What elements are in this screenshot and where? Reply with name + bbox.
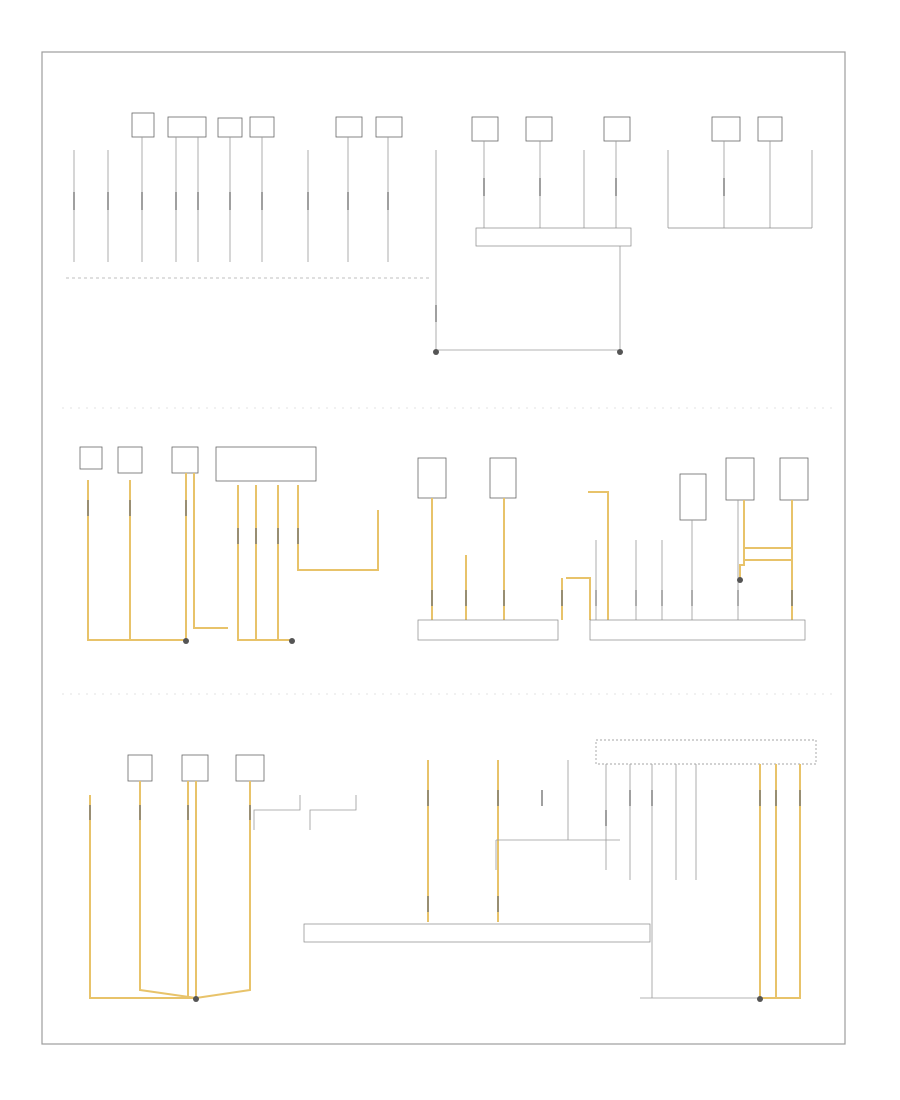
component-box	[525, 116, 553, 142]
junction-connector-box	[417, 619, 559, 641]
component-box	[417, 457, 447, 499]
component-box	[167, 116, 207, 138]
wire-yellow-group	[87, 473, 793, 641]
component-box	[679, 473, 707, 521]
wire-marks	[73, 178, 725, 322]
component-box	[131, 112, 155, 138]
ground-point	[433, 349, 439, 355]
component-box	[171, 446, 199, 474]
wire-marks	[89, 790, 801, 912]
junction-connector-box	[475, 227, 632, 247]
wire-group	[595, 500, 739, 620]
component-box	[489, 457, 517, 499]
component-box	[471, 116, 499, 142]
component-box	[181, 754, 209, 782]
component-box	[79, 446, 103, 470]
section-1	[66, 112, 813, 355]
component-box	[117, 446, 143, 474]
junction-connector-box	[589, 619, 806, 641]
component-box	[249, 116, 275, 138]
component-box	[375, 116, 403, 138]
junction-connector-box	[303, 923, 651, 943]
ground-point	[289, 638, 295, 644]
component-box	[711, 116, 741, 142]
ground-point	[193, 996, 199, 1002]
component-box	[215, 446, 317, 482]
section-3	[89, 739, 817, 1002]
component-box	[779, 457, 809, 501]
ground-point	[183, 638, 189, 644]
section-2	[79, 446, 809, 644]
wire-group	[73, 137, 813, 350]
diagram-border	[41, 51, 846, 1045]
component-box	[725, 457, 755, 501]
component-box	[757, 116, 783, 142]
ground-point	[757, 996, 763, 1002]
wire-group	[253, 760, 760, 999]
ground-point	[617, 349, 623, 355]
component-box	[127, 754, 153, 782]
component-box	[603, 116, 631, 142]
component-box	[217, 117, 243, 138]
component-box	[235, 754, 265, 782]
ground-point	[737, 577, 743, 583]
component-box	[335, 116, 363, 138]
wire-yellow-group	[89, 760, 801, 999]
component-box	[595, 739, 817, 765]
